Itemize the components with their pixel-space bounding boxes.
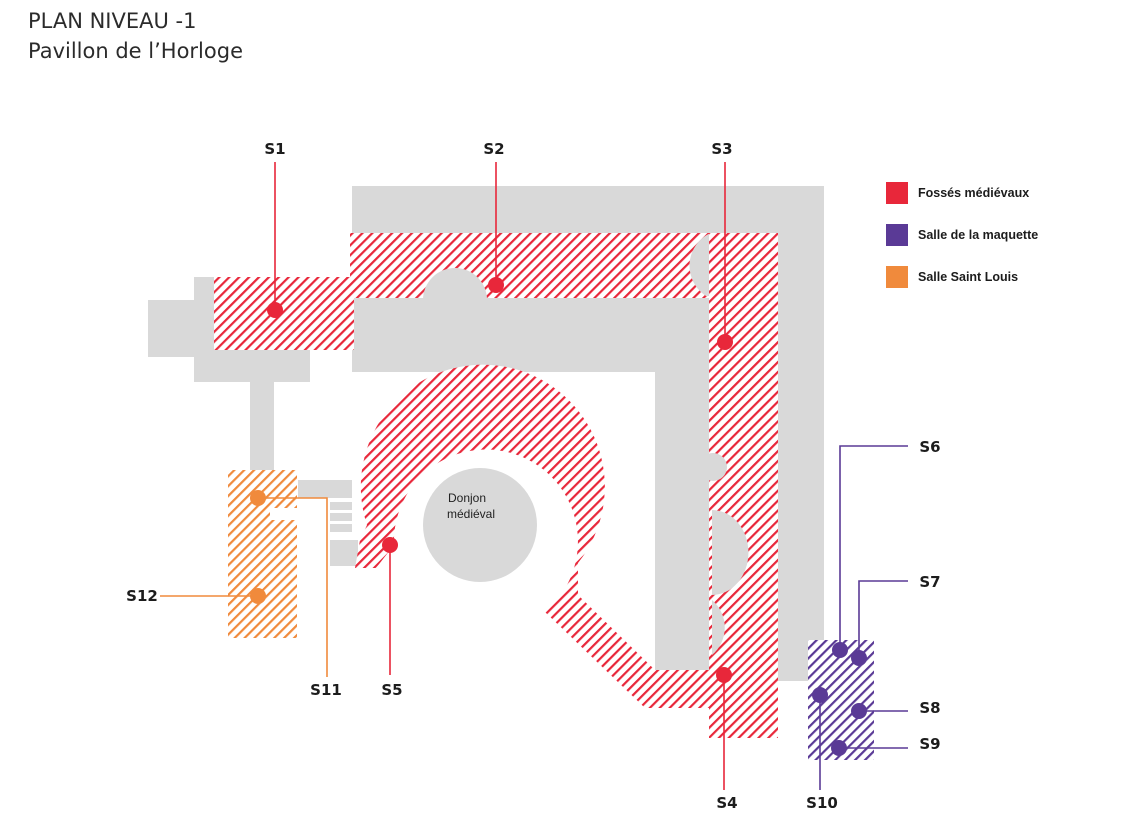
legend-swatch-saint-louis [886,266,908,288]
marker-s12[interactable] [250,588,266,604]
title-line-1: PLAN NIVEAU -1 [28,9,197,33]
page-title: PLAN NIVEAU -1 Pavillon de l’Horloge [28,6,243,66]
marker-s9[interactable] [831,740,847,756]
donjon [423,468,537,582]
legend-label-maquette: Salle de la maquette [918,228,1039,242]
label-s10: S10 [806,794,838,812]
legend-label-fosses: Fossés médiévaux [918,186,1030,200]
label-s5: S5 [381,681,402,699]
title-line-2: Pavillon de l’Horloge [28,39,243,63]
label-s11: S11 [310,681,342,699]
label-s2: S2 [483,140,504,158]
legend-item-maquette: Salle de la maquette [886,224,1038,246]
marker-s4[interactable] [716,667,732,683]
moat-area [214,229,778,738]
marker-s11[interactable] [250,490,266,506]
label-s9: S9 [919,735,940,753]
legend-item-fosses: Fossés médiévaux [886,182,1038,204]
legend-label-saint-louis: Salle Saint Louis [918,270,1019,284]
legend-swatch-fosses [886,182,908,204]
marker-s1[interactable] [267,302,283,318]
label-s6: S6 [919,438,940,456]
station-markers [250,277,867,756]
label-s12: S12 [126,587,158,605]
marker-s2[interactable] [488,277,504,293]
marker-s7[interactable] [851,650,867,666]
marker-s6[interactable] [832,642,848,658]
donjon-label-line-2: médiéval [447,507,495,521]
legend-swatch-maquette [886,224,908,246]
label-s4: S4 [716,794,737,812]
leader-lines [160,162,908,790]
label-s1: S1 [264,140,285,158]
marker-s5[interactable] [382,537,398,553]
donjon-label-line-1: Donjon [448,491,486,505]
label-s7: S7 [919,573,940,591]
marker-s8[interactable] [851,703,867,719]
legend: Fossés médiévaux Salle de la maquette Sa… [886,182,1038,308]
marker-s3[interactable] [717,334,733,350]
marker-s10[interactable] [812,687,828,703]
label-s3: S3 [711,140,732,158]
legend-item-saint-louis: Salle Saint Louis [886,266,1038,288]
label-s8: S8 [919,699,940,717]
station-labels: S1 S2 S3 S4 S5 S6 S7 S8 S9 S10 S11 S12 [126,140,940,812]
